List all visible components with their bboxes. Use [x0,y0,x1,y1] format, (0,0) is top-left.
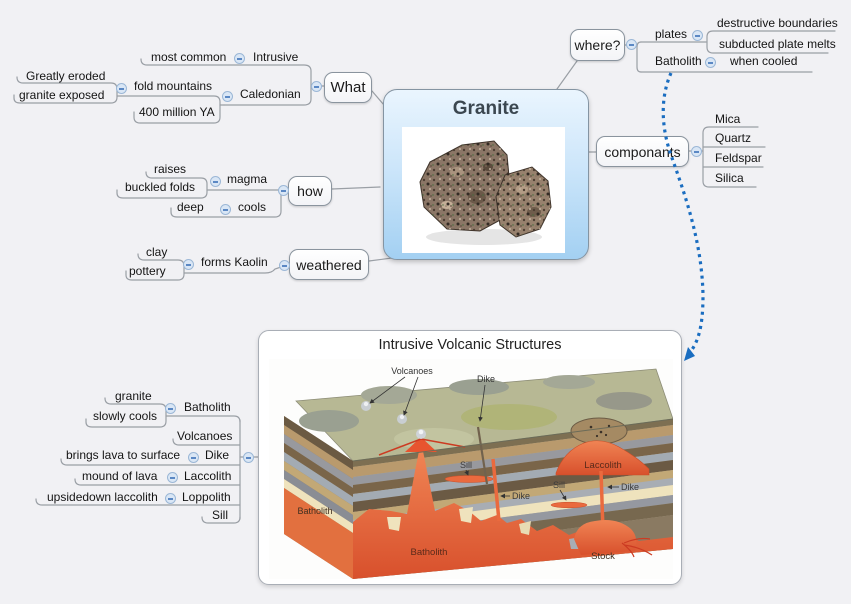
topic-loppolith[interactable]: Loppolith [182,490,231,504]
topic-upsidedown-laccolith[interactable]: upsidedown laccolith [47,490,158,504]
granite-title: Granite [452,98,520,119]
topic-dike-structures[interactable]: Dike [205,448,230,462]
topic-plates[interactable]: plates [655,27,688,41]
collapse-icon[interactable] [220,204,231,215]
diagram-label-batholith-center: Batholith [411,547,448,558]
topic-clay[interactable]: clay [146,245,168,259]
collapse-icon[interactable] [278,185,289,196]
node-where-label: where? [574,37,621,53]
topic-when-cooled[interactable]: when cooled [730,54,798,68]
topic-brings-lava[interactable]: brings lava to surface [66,448,181,462]
node-componants-label: componants [604,143,681,160]
node-what-label: What [330,79,366,96]
collapse-icon[interactable] [243,452,254,463]
collapse-icon[interactable] [279,260,290,271]
collapse-icon[interactable] [116,83,127,94]
topic-silica[interactable]: Silica [715,171,744,185]
collapse-icon[interactable] [691,146,702,157]
topic-caledonian[interactable]: Caledonian [240,87,301,101]
node-where[interactable]: where? [570,29,625,61]
topic-magma[interactable]: magma [227,172,268,186]
collapse-icon[interactable] [167,472,178,483]
topic-sill-structures[interactable]: Sill [212,508,229,522]
topic-forms-kaolin[interactable]: forms Kaolin [201,255,268,269]
node-weathered-label: weathered [296,256,362,273]
volcanic-structures-diagram: Volcanoes Dike Sill Dike Sill Laccolith … [269,359,673,579]
collapse-icon[interactable] [183,259,194,270]
topic-raises[interactable]: raises [154,162,187,176]
topic-laccolith-structures[interactable]: Laccolith [184,469,232,483]
topic-intrusive[interactable]: Intrusive [253,50,299,64]
topic-mound-of-lava[interactable]: mound of lava [82,469,158,483]
node-volcanic-structures[interactable]: Intrusive Volcanic Structures [258,330,682,585]
diagram-label-laccolith: Laccolith [584,460,622,471]
topic-batholith-where[interactable]: Batholith [655,54,702,68]
diagram-label-volcanoes: Volcanoes [391,366,433,376]
node-granite-central[interactable]: Granite [383,89,589,260]
topic-granite-small[interactable]: granite [115,389,152,403]
topic-greatly-eroded[interactable]: Greatly eroded [26,69,106,83]
topic-subducted-plate-melts[interactable]: subducted plate melts [719,37,836,51]
collapse-icon[interactable] [188,452,199,463]
topic-granite-exposed[interactable]: granite exposed [19,88,105,102]
diagram-label-dike-3: Dike [621,482,639,492]
volcanic-structures-title: Intrusive Volcanic Structures [378,337,562,353]
diagram-label-stock: Stock [591,551,615,562]
collapse-icon[interactable] [165,493,176,504]
node-componants[interactable]: componants [596,136,689,167]
topic-batholith-structures[interactable]: Batholith [184,400,231,414]
topic-mica[interactable]: Mica [715,112,741,126]
collapse-icon[interactable] [234,53,245,64]
topic-feldspar[interactable]: Feldspar [715,151,762,165]
node-weathered[interactable]: weathered [289,249,369,280]
collapse-icon[interactable] [692,30,703,41]
collapse-icon[interactable] [222,91,233,102]
topic-slowly-cools[interactable]: slowly cools [93,409,158,423]
collapse-icon[interactable] [165,403,176,414]
collapse-icon[interactable] [311,81,322,92]
topic-most-common[interactable]: most common [151,50,227,64]
topic-volcanoes-structures[interactable]: Volcanoes [177,429,233,443]
diagram-label-batholith-left: Batholith [297,506,332,516]
diagram-label-sill-1: Sill [460,460,472,470]
topic-buckled-folds[interactable]: buckled folds [125,180,196,194]
diagram-label-dike-top: Dike [477,374,495,384]
topic-cools[interactable]: cools [238,200,267,214]
topic-pottery[interactable]: pottery [129,264,166,278]
node-how[interactable]: how [288,176,332,206]
node-what[interactable]: What [324,72,372,103]
collapse-icon[interactable] [705,57,716,68]
collapse-icon[interactable] [210,176,221,187]
collapse-icon[interactable] [626,39,637,50]
topic-destructive-boundaries[interactable]: destructive boundaries [717,16,838,30]
topic-deep[interactable]: deep [177,200,204,214]
diagram-label-sill-2: Sill [553,480,565,490]
diagram-label-dike-2: Dike [512,491,530,501]
node-how-label: how [297,183,323,199]
topic-quartz[interactable]: Quartz [715,131,752,145]
topic-fold-mountains[interactable]: fold mountains [134,79,213,93]
topic-400-million-ya[interactable]: 400 million YA [139,105,215,119]
granite-photo [402,127,565,253]
